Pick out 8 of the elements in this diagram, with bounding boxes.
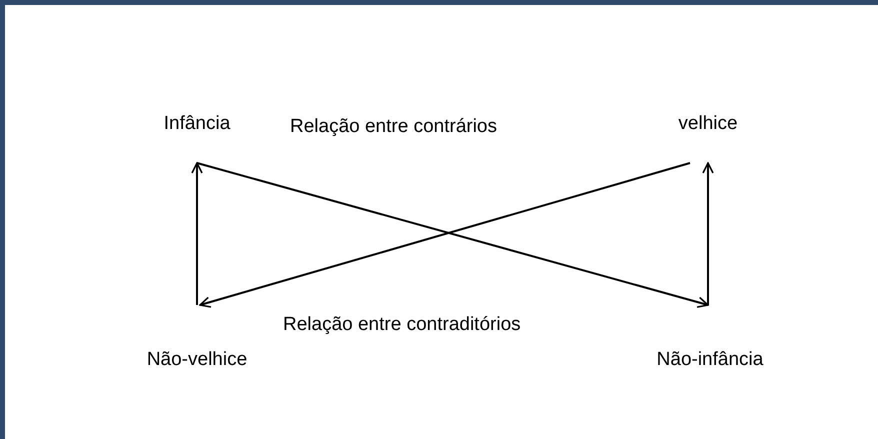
node-label: velhice — [677, 113, 739, 135]
node-label: Infância — [162, 113, 232, 135]
node-label: Não-infância — [656, 349, 764, 371]
relation-label: Relação entre contraditórios — [283, 314, 521, 336]
node-label: Não-velhice — [146, 349, 248, 371]
relation-label: Relação entre contrários — [290, 116, 497, 138]
arrow — [191, 162, 203, 305]
arrow — [702, 162, 714, 305]
